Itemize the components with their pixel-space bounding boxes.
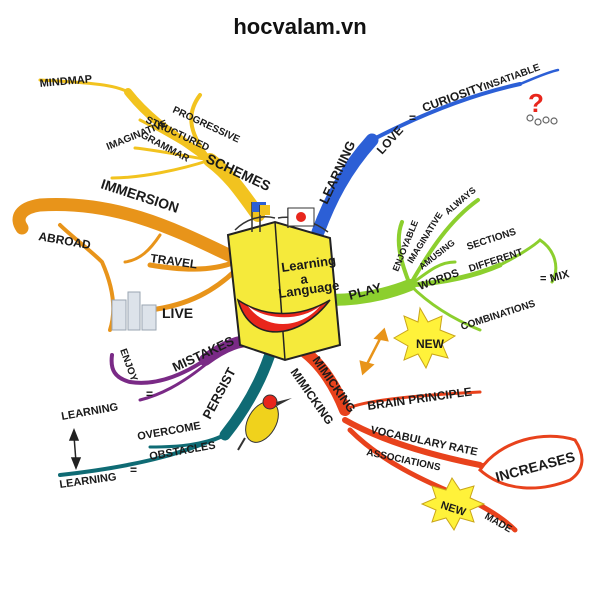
flag-icon — [251, 202, 315, 232]
teeth-icon — [526, 114, 558, 126]
up-down-arrow-icon — [68, 427, 82, 471]
label-always: ALWAYS — [443, 185, 478, 217]
central-book: Learning a Language — [226, 202, 342, 362]
label-sections: SECTIONS — [466, 226, 518, 252]
smile-lips-icon — [236, 298, 331, 333]
label-combinations: COMBINATIONS — [460, 298, 538, 333]
branch-persist — [58, 342, 278, 477]
label-abroad: ABROAD — [37, 229, 92, 252]
increases-arrow — [478, 434, 584, 490]
center-title-line2: a — [299, 271, 309, 287]
label-travel: TRAVEL — [150, 251, 199, 271]
branch-immersion — [12, 197, 242, 332]
branch-learning-love — [311, 68, 560, 239]
label-persist: PERSIST — [199, 365, 238, 421]
label-play-equals: = — [540, 273, 546, 285]
branch-play — [324, 198, 558, 332]
label-brain-principle: BRAIN PRINCIPLE — [366, 384, 472, 413]
book-spine — [274, 221, 286, 361]
label-mindmap: MINDMAP — [39, 73, 92, 90]
label-play-new: NEW — [416, 337, 445, 351]
watermark: hocvalam.vn — [233, 14, 367, 39]
new-burst-play — [392, 306, 457, 370]
label-love-equals: = — [409, 111, 416, 125]
label-persist-equals: = — [130, 463, 137, 477]
label-mistakes-equals: = — [146, 387, 153, 401]
woodpecker-icon — [237, 394, 292, 451]
new-burst-mimicking — [420, 477, 486, 531]
label-mix: MIX — [549, 268, 572, 285]
label-overcome: OVERCOME — [136, 420, 201, 443]
label-love: LOVE — [374, 123, 406, 157]
label-mistakes-learning: LEARNING — [60, 401, 119, 423]
label-different: DIFFERENT — [468, 247, 525, 275]
city-skyline-icon — [111, 291, 157, 331]
label-live: LIVE — [162, 305, 193, 321]
label-obstacles: OBSTACLES — [148, 439, 216, 462]
connect-arrow-icon — [359, 327, 389, 376]
question-mark-icon: ? — [528, 88, 544, 118]
